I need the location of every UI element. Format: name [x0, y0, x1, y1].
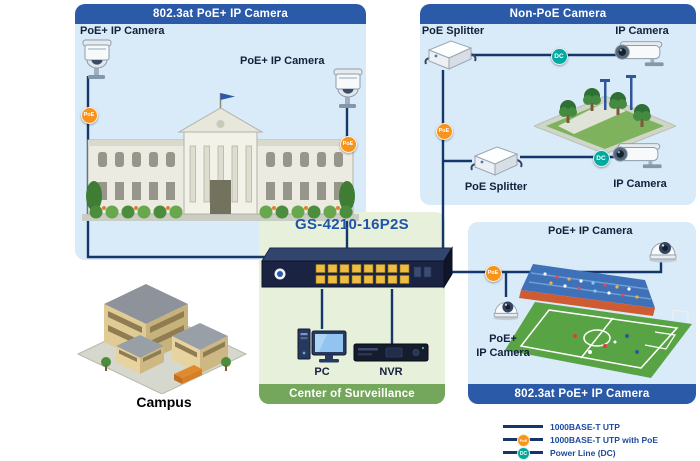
poe-splitter-icon	[423, 37, 477, 73]
panel-header: Non-PoE Camera	[420, 4, 696, 24]
tr-camera-bottom-label: IP Camera	[613, 178, 667, 190]
switch-model-title: GS-4210-16P2S	[295, 216, 409, 233]
government-building-illustration	[82, 93, 359, 221]
panel-footer: 802.3at PoE+ IP Camera	[468, 384, 696, 404]
ptz-camera-icon	[74, 37, 120, 81]
legend-poe-label: 1000BASE-T UTP with PoE	[550, 434, 659, 445]
legend-utp-label: 1000BASE-T UTP	[550, 421, 620, 432]
dc-badge: DC	[550, 47, 568, 65]
dc-badge: DC	[592, 149, 610, 167]
br-camera-bottom-line2: IP Camera	[476, 347, 530, 359]
panel-header: 802.3at PoE+ IP Camera	[75, 4, 366, 24]
legend-row-dc: DC Power Line (DC)	[503, 446, 658, 460]
poe-switch-icon	[261, 246, 453, 289]
panel-center-of-surveillance: Center of Surveillance	[259, 212, 445, 404]
bullet-camera-icon	[611, 37, 673, 69]
poe-badge: PoE	[339, 135, 357, 153]
pc-icon	[297, 328, 347, 363]
tr-camera-top-label: IP Camera	[615, 25, 669, 37]
poe-splitter-icon	[469, 143, 523, 179]
legend-dc-label: Power Line (DC)	[550, 447, 616, 458]
dc-badge: DC	[517, 447, 530, 460]
br-camera-bottom-label: PoE+ IP Camera	[470, 332, 536, 360]
park-trees-illustration	[534, 75, 676, 154]
poe-badge: PoE	[484, 264, 502, 282]
legend-utp-line	[503, 420, 543, 433]
pc-label: PC	[314, 366, 330, 378]
nvr-icon	[353, 343, 429, 362]
nvr-label: NVR	[379, 366, 403, 378]
bullet-camera-icon	[609, 139, 671, 171]
dome-camera-icon	[486, 293, 526, 321]
tl-right-camera-label: PoE+ IP Camera	[240, 55, 325, 67]
legend-poe-line: PoE	[503, 433, 543, 447]
legend: 1000BASE-T UTP PoE 1000BASE-T UTP with P…	[503, 420, 659, 460]
stadium-illustration	[505, 264, 692, 378]
tr-splitter-bottom-label: PoE Splitter	[464, 181, 528, 193]
poe-badge: PoE	[517, 434, 530, 447]
legend-row-poe: PoE 1000BASE-T UTP with PoE	[503, 433, 659, 447]
poe-badge: PoE	[80, 106, 98, 124]
legend-row-utp: 1000BASE-T UTP	[503, 420, 658, 433]
poe-badge: PoE	[435, 122, 453, 140]
legend-dc-line: DC	[503, 446, 543, 460]
tr-splitter-top-label: PoE Splitter	[421, 25, 485, 37]
tl-left-camera-label: PoE+ IP Camera	[80, 25, 165, 37]
br-camera-bottom-line1: PoE+	[489, 333, 517, 345]
br-camera-top-label: PoE+ IP Camera	[548, 225, 633, 237]
campus-label: Campus	[136, 394, 192, 410]
panel-non-poe-camera: Non-PoE Camera	[420, 4, 696, 205]
panel-footer: Center of Surveillance	[259, 384, 445, 404]
campus-buildings-illustration	[76, 284, 248, 394]
